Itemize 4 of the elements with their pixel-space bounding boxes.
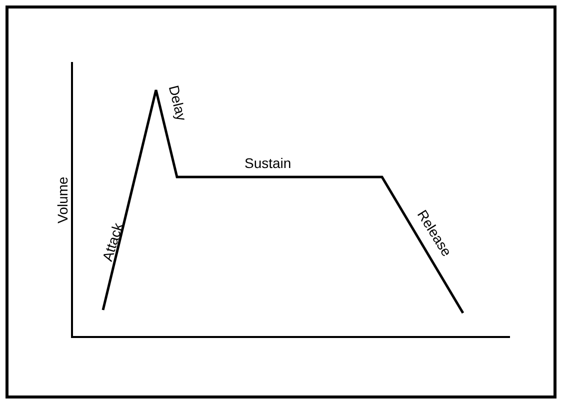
- axis-label: Volume: [54, 176, 70, 224]
- segment-label: Sustain: [244, 155, 292, 171]
- segment-label: Attack: [98, 221, 126, 263]
- segment-label: Delay: [166, 84, 190, 122]
